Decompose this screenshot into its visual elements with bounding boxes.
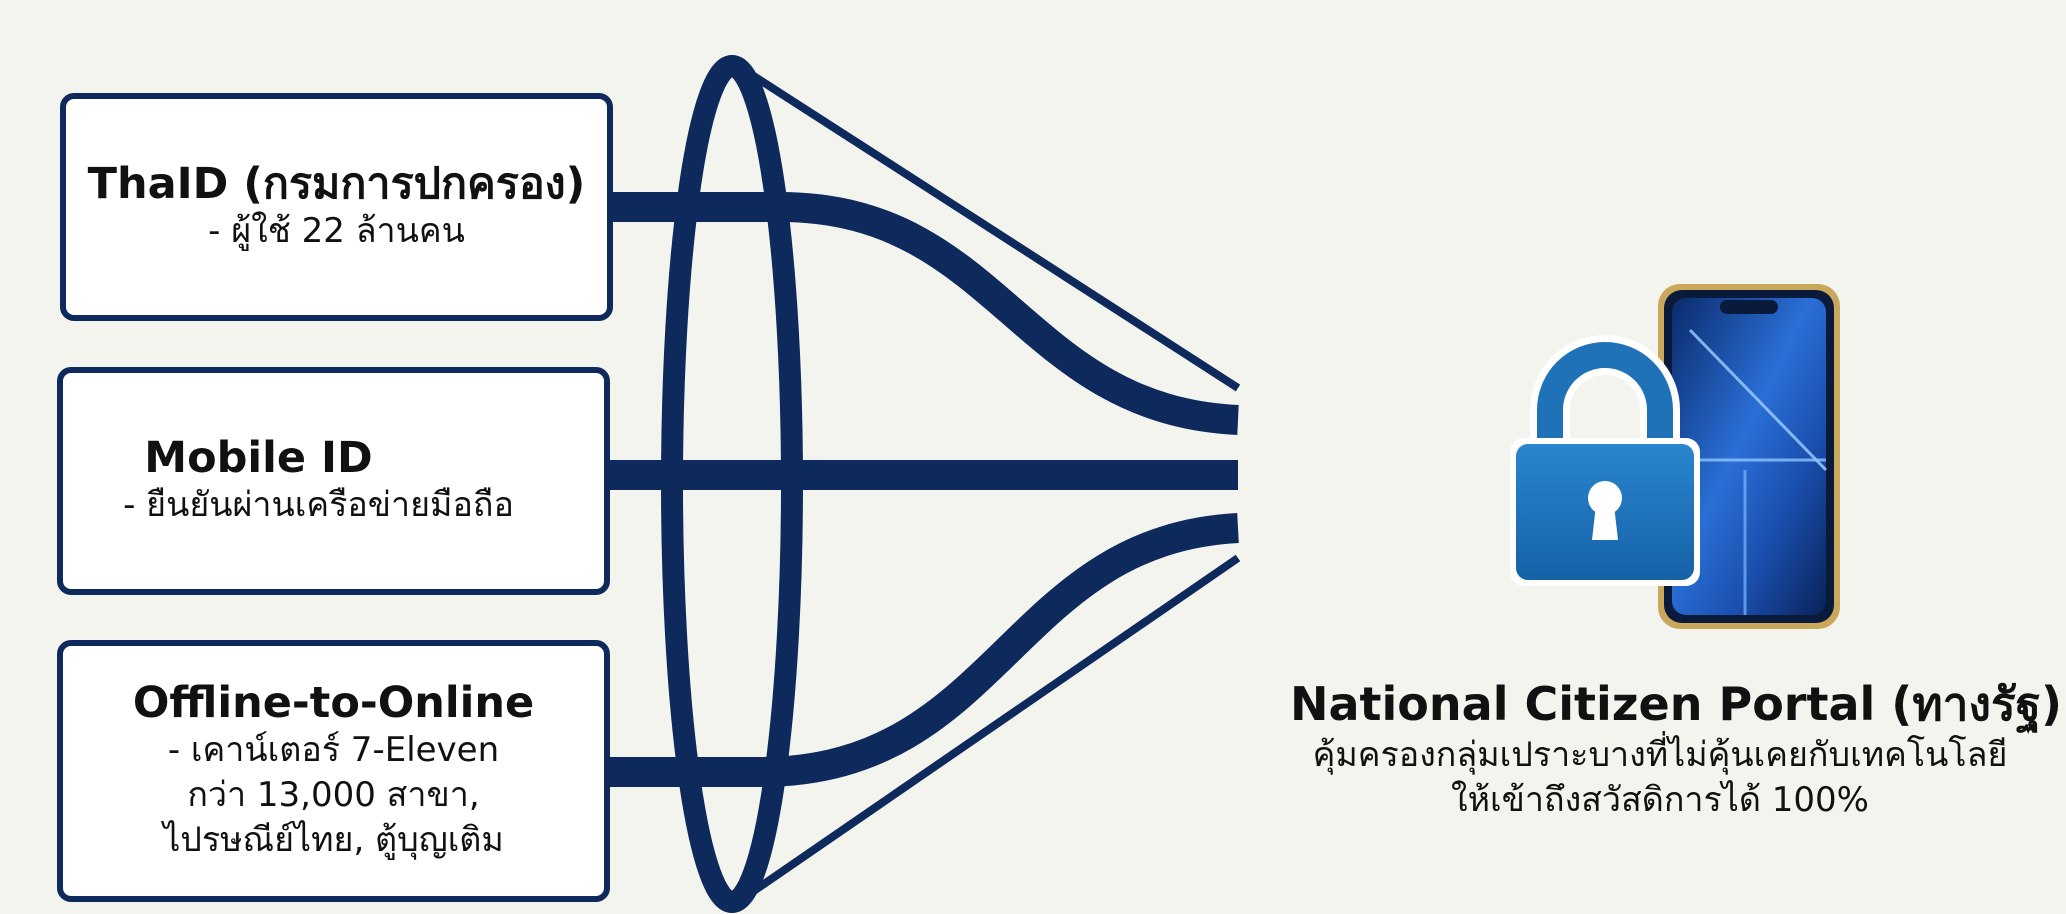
source-title: Offline-to-Online	[133, 679, 534, 728]
padlock-icon	[1510, 355, 1700, 586]
source-title: ThaID (กรมการปกครอง)	[88, 160, 586, 209]
source-title: Mobile ID	[144, 434, 372, 483]
portal-desc-line: ให้เข้าถึงสวัสดิการได้ 100%	[1250, 778, 2066, 823]
portal-title: National Citizen Portal (ทางรัฐ)	[1290, 668, 2050, 741]
portal-description: คุ้มครองกลุ่มเปราะบางที่ไม่คุ้นเคยกับเทค…	[1250, 733, 2066, 823]
source-desc: - ยืนยันผ่านเครือข่ายมือถือ	[123, 483, 514, 528]
connector-thaid	[613, 207, 1238, 420]
source-box-offline-to-online: Offline-to-Online - เคาน์เตอร์ 7-Eleven …	[57, 640, 610, 902]
funnel-upper-edge	[732, 62, 1238, 388]
portal-desc-line: คุ้มครองกลุ่มเปราะบางที่ไม่คุ้นเคยกับเทค…	[1250, 733, 2066, 778]
funnel-lower-edge	[732, 558, 1238, 906]
source-desc: - ผู้ใช้ 22 ล้านคน	[208, 209, 465, 254]
source-box-mobile-id: Mobile ID - ยืนยันผ่านเครือข่ายมือถือ	[57, 367, 610, 595]
funnel-connectors	[610, 62, 1238, 906]
source-desc: - เคาน์เตอร์ 7-Eleven กว่า 13,000 สาขา, …	[163, 728, 504, 863]
connector-offline	[610, 528, 1238, 772]
source-box-thaid: ThaID (กรมการปกครอง) - ผู้ใช้ 22 ล้านคน	[60, 93, 613, 321]
